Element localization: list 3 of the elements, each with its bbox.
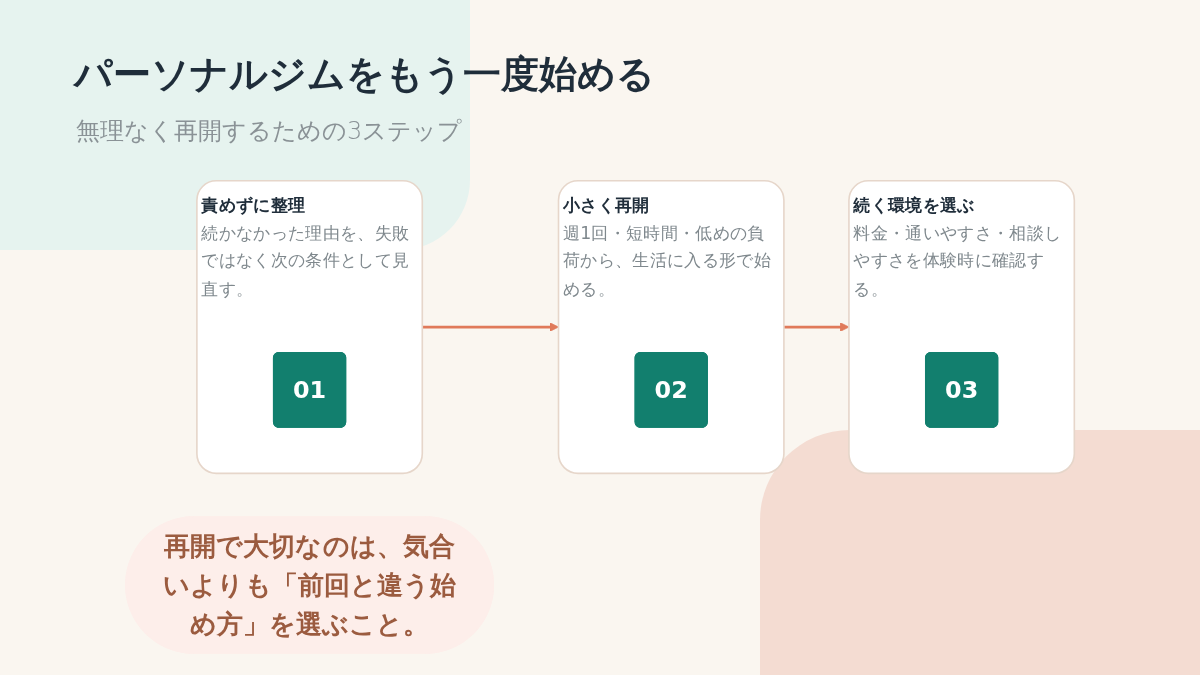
subtitle: 無理なく再開するための3ステップ — [76, 116, 463, 147]
title: パーソナルジムをもう一度始める — [74, 52, 655, 98]
arrow — [422, 322, 559, 332]
